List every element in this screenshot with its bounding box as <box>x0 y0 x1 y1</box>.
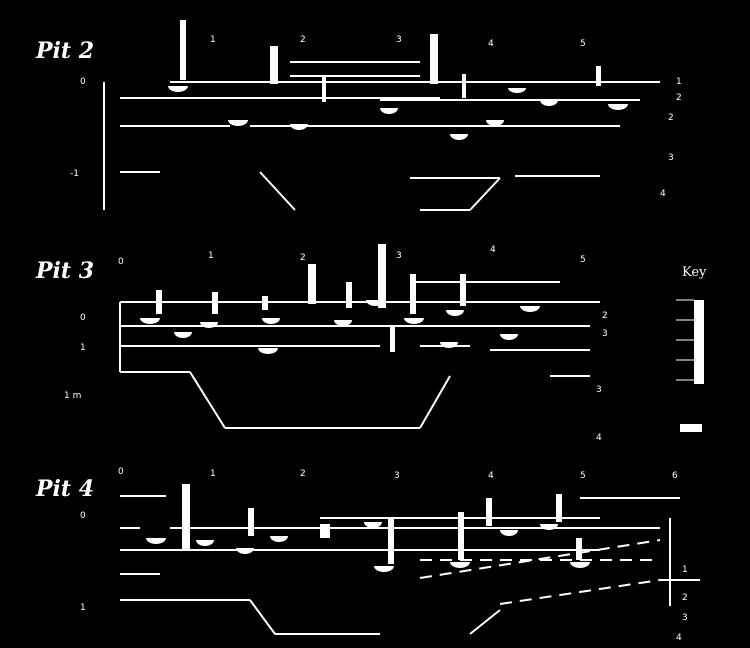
pit-3-posts <box>156 244 466 352</box>
pit-2-title: Pit 2 <box>35 38 94 64</box>
pit-4-right-4: 4 <box>676 633 682 643</box>
pit-2-scale-3: 3 <box>396 35 402 45</box>
pit-3-scale-5: 5 <box>580 255 586 265</box>
pit-2-right-5: 4 <box>660 189 666 199</box>
pit-4-scale-5: 5 <box>580 471 586 481</box>
pit-2-panel: Pit 2 1 2 3 4 5 0 -1 1 2 2 3 4 <box>35 20 682 211</box>
pit-3-scale-0: 0 <box>118 257 124 267</box>
pit-4-bowls <box>146 522 590 572</box>
pit-4-right-1: 1 <box>682 565 688 575</box>
pit-4-right-2: 2 <box>682 593 688 603</box>
pit-2-bowls <box>168 86 628 140</box>
pit-4-panel: Pit 4 0 1 2 3 4 5 6 0 1 1 2 3 4 <box>35 467 700 643</box>
pit-3-panel: Pit 3 0 1 2 3 4 5 0 1 1 m 2 3 3 4 <box>35 244 707 443</box>
pit-3-right-3: 3 <box>596 385 602 395</box>
pit-3-depth-1: 1 <box>80 343 86 353</box>
pit-3-depth-2: 1 m <box>64 391 81 401</box>
pit-3-scale-3: 3 <box>396 251 402 261</box>
pit-4-scale-0: 0 <box>118 467 124 477</box>
pit-4-scale-2: 2 <box>300 469 306 479</box>
pit-2-right-4: 3 <box>668 153 674 163</box>
pit-2-right-1: 1 <box>676 77 682 87</box>
pit-3-depth-0: 0 <box>80 313 86 323</box>
pit-2-strata-lines <box>103 61 660 211</box>
key-column-swatch <box>694 300 704 384</box>
pit-3-title: Pit 3 <box>35 258 94 284</box>
pit-3-right-1: 2 <box>602 311 608 321</box>
pit-3-scale-4: 4 <box>490 245 496 255</box>
pit-2-scale-4: 4 <box>488 39 494 49</box>
pit-4-scale-4: 4 <box>488 471 494 481</box>
pit-2-posts <box>180 20 601 102</box>
pit-4-depth-1: 1 <box>80 603 86 613</box>
pit-3-right-4: 4 <box>596 433 602 443</box>
pit-4-scale-3: 3 <box>394 471 400 481</box>
pit-3-scale-2: 2 <box>300 253 306 263</box>
pit-4-depth-0: 0 <box>80 511 86 521</box>
key-ticks <box>676 299 694 381</box>
pit-2-scale-2: 2 <box>300 35 306 45</box>
pit-2-right-3: 2 <box>668 113 674 123</box>
pit-4-posts <box>182 484 582 564</box>
pit-2-right-2: 2 <box>676 93 682 103</box>
pit-3-strata-lines <box>119 281 600 429</box>
pit-2-scale-5: 5 <box>580 39 586 49</box>
pit-3-scale-1: 1 <box>208 251 214 261</box>
pit-3-bowls <box>140 300 540 354</box>
pit-3-right-2: 3 <box>602 329 608 339</box>
pit-4-scale-6: 6 <box>672 471 678 481</box>
key-panel: Key <box>676 265 707 432</box>
key-title: Key <box>682 265 707 280</box>
key-legend-swatch <box>680 424 702 432</box>
pit-2-scale-1: 1 <box>210 35 216 45</box>
pit-4-strata-lines <box>120 495 700 635</box>
pit-2-depth-1: -1 <box>70 169 79 179</box>
pit-4-scale-1: 1 <box>210 469 216 479</box>
pit-4-right-3: 3 <box>682 613 688 623</box>
pit-4-title: Pit 4 <box>35 476 94 502</box>
pit-2-depth-0: 0 <box>80 77 86 87</box>
